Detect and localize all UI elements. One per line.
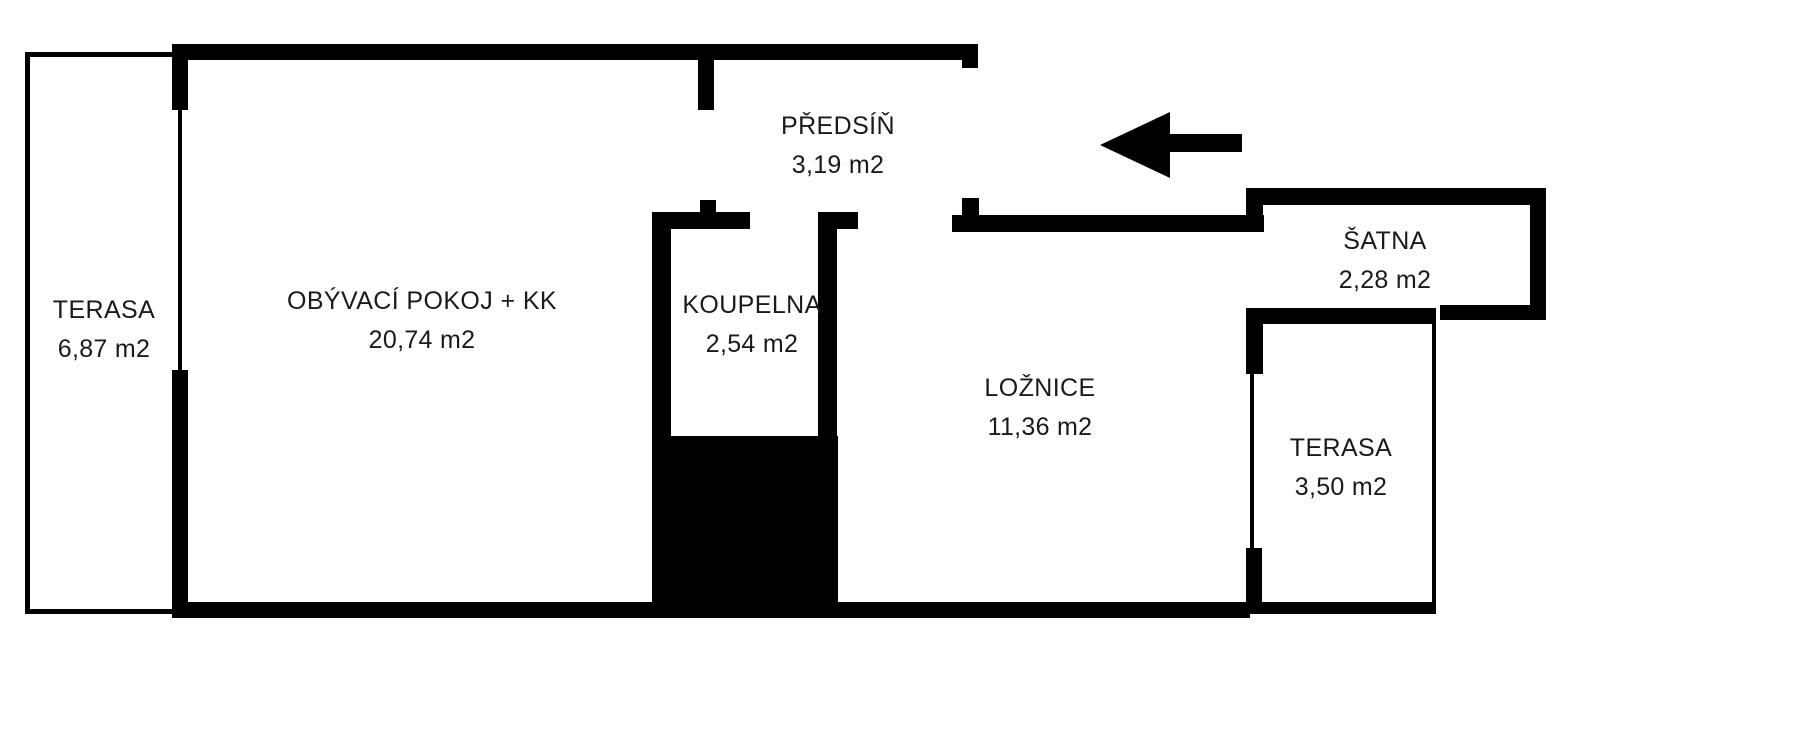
entrance-direction-arrow bbox=[1100, 112, 1242, 178]
room-name-satna: ŠATNA bbox=[1343, 227, 1427, 255]
room-name-loznice: LOŽNICE bbox=[984, 374, 1096, 402]
room-area-terasa-left: 6,87 m2 bbox=[57, 334, 151, 363]
room-area-satna: 2,28 m2 bbox=[1338, 265, 1432, 294]
terasa-left-outline bbox=[25, 52, 185, 614]
terasa-right-walls bbox=[1246, 308, 1436, 614]
room-name-obyvaci-pokoj-kk: OBÝVACÍ POKOJ + KK bbox=[286, 287, 558, 315]
room-label-koupelna: KOUPELNA 2,54 m2 bbox=[652, 289, 852, 360]
room-area-terasa-right: 3,50 m2 bbox=[1294, 472, 1388, 501]
predsin-loznice-walls bbox=[952, 198, 1262, 232]
room-label-satna: ŠATNA 2,28 m2 bbox=[1285, 225, 1485, 296]
satna-walls bbox=[1246, 188, 1546, 320]
room-label-terasa-right: TERASA 3,50 m2 bbox=[1241, 432, 1441, 503]
room-area-koupelna: 2,54 m2 bbox=[705, 329, 799, 358]
room-name-koupelna: KOUPELNA bbox=[682, 291, 822, 319]
room-name-terasa-left: TERASA bbox=[52, 296, 156, 324]
room-area-predsin: 3,19 m2 bbox=[791, 150, 885, 179]
room-label-obyvaci-pokoj-kk: OBÝVACÍ POKOJ + KK 20,74 m2 bbox=[222, 285, 622, 356]
main-structural-walls bbox=[172, 44, 1436, 618]
room-name-terasa-right: TERASA bbox=[1289, 434, 1393, 462]
room-area-loznice: 11,36 m2 bbox=[987, 412, 1093, 441]
room-name-predsin: PŘEDSÍŇ bbox=[781, 112, 895, 140]
koupelna-walls bbox=[652, 200, 858, 608]
room-label-terasa-left: TERASA 6,87 m2 bbox=[4, 294, 204, 365]
room-label-loznice: LOŽNICE 11,36 m2 bbox=[940, 372, 1140, 443]
room-area-obyvaci-pokoj-kk: 20,74 m2 bbox=[368, 325, 476, 354]
room-label-predsin: PŘEDSÍŇ 3,19 m2 bbox=[738, 110, 938, 181]
